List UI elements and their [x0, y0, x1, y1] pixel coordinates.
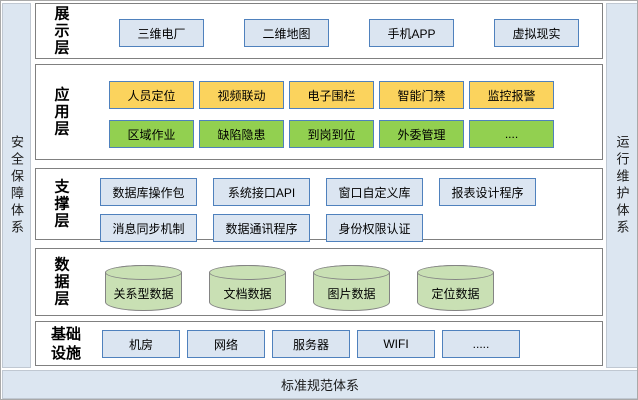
application-item: 监控报警	[469, 81, 554, 109]
application-items-row2: 区域作业 缺陷隐患 到岗到位 外委管理 ....	[109, 120, 554, 148]
layer-data-label: 数据层	[54, 256, 70, 308]
operation-maintenance-band: 运行维护体系	[606, 3, 637, 368]
presentation-item: 二维地图	[244, 19, 329, 47]
infrastructure-item: 网络	[187, 330, 265, 358]
layer-presentation-label: 展示层	[54, 5, 70, 57]
layer-application-label: 应用层	[54, 86, 70, 138]
support-items-row1: 数据库操作包 系统接口API 窗口自定义库 报表设计程序	[100, 178, 536, 206]
layer-presentation: 展示层 三维电厂 二维地图 手机APP 虚拟现实	[35, 3, 603, 59]
security-assurance-label: 安全保障体系	[9, 134, 24, 237]
database-cylinder-label: 关系型数据	[113, 287, 174, 301]
support-item: 系统接口API	[213, 178, 310, 206]
layer-support-label: 支撑层	[54, 178, 70, 230]
support-item: 消息同步机制	[100, 214, 197, 242]
application-item: 到岗到位	[289, 120, 374, 148]
data-items-row: 关系型数据 文档数据 图片数据 定位数据	[105, 265, 494, 311]
database-cylinder: 关系型数据	[105, 265, 182, 311]
database-cylinder: 文档数据	[209, 265, 286, 311]
application-item: 视频联动	[199, 81, 284, 109]
presentation-item: 手机APP	[369, 19, 454, 47]
infrastructure-item: .....	[442, 330, 520, 358]
database-cylinder: 定位数据	[417, 265, 494, 311]
application-item: 外委管理	[379, 120, 464, 148]
presentation-item: 三维电厂	[119, 19, 204, 47]
application-item: 电子围栏	[289, 81, 374, 109]
application-item: 智能门禁	[379, 81, 464, 109]
support-item: 窗口自定义库	[326, 178, 423, 206]
layer-infrastructure: 基础设施 机房 网络 服务器 WIFI .....	[35, 321, 603, 366]
application-item: ....	[469, 120, 554, 148]
presentation-item: 虚拟现实	[494, 19, 579, 47]
infrastructure-item: 服务器	[272, 330, 350, 358]
database-cylinder-lid	[209, 265, 286, 280]
security-assurance-band: 安全保障体系	[2, 3, 31, 368]
infrastructure-items-row: 机房 网络 服务器 WIFI .....	[102, 330, 520, 358]
database-cylinder-label: 定位数据	[431, 287, 480, 301]
support-items-row2: 消息同步机制 数据通讯程序 身份权限认证	[100, 214, 423, 242]
application-items-row1: 人员定位 视频联动 电子围栏 智能门禁 监控报警	[109, 81, 554, 109]
layer-support: 支撑层 数据库操作包 系统接口API 窗口自定义库 报表设计程序 消息同步机制 …	[35, 168, 603, 242]
database-cylinder-label: 文档数据	[223, 287, 272, 301]
database-cylinder-lid	[417, 265, 494, 280]
support-item: 身份权限认证	[326, 214, 423, 242]
application-item: 缺陷隐患	[199, 120, 284, 148]
layer-application: 应用层 人员定位 视频联动 电子围栏 智能门禁 监控报警 区域作业 缺陷隐患 到…	[35, 64, 603, 160]
infrastructure-item: WIFI	[357, 330, 435, 358]
layer-infrastructure-label: 基础设施	[50, 325, 81, 362]
presentation-items-row: 三维电厂 二维地图 手机APP 虚拟现实	[119, 19, 579, 47]
application-item: 区域作业	[109, 120, 194, 148]
infrastructure-item: 机房	[102, 330, 180, 358]
support-item: 报表设计程序	[439, 178, 536, 206]
standard-specification-label: 标准规范体系	[280, 378, 359, 393]
database-cylinder-lid	[313, 265, 390, 280]
database-cylinder-label: 图片数据	[327, 287, 376, 301]
layer-data: 数据层 关系型数据 文档数据 图片数据 定位数据	[35, 248, 603, 316]
support-item: 数据库操作包	[100, 178, 197, 206]
standard-specification-band: 标准规范体系	[2, 370, 637, 399]
application-item: 人员定位	[109, 81, 194, 109]
database-cylinder: 图片数据	[313, 265, 390, 311]
operation-maintenance-label: 运行维护体系	[614, 134, 630, 237]
support-item: 数据通讯程序	[213, 214, 310, 242]
database-cylinder-lid	[105, 265, 182, 280]
